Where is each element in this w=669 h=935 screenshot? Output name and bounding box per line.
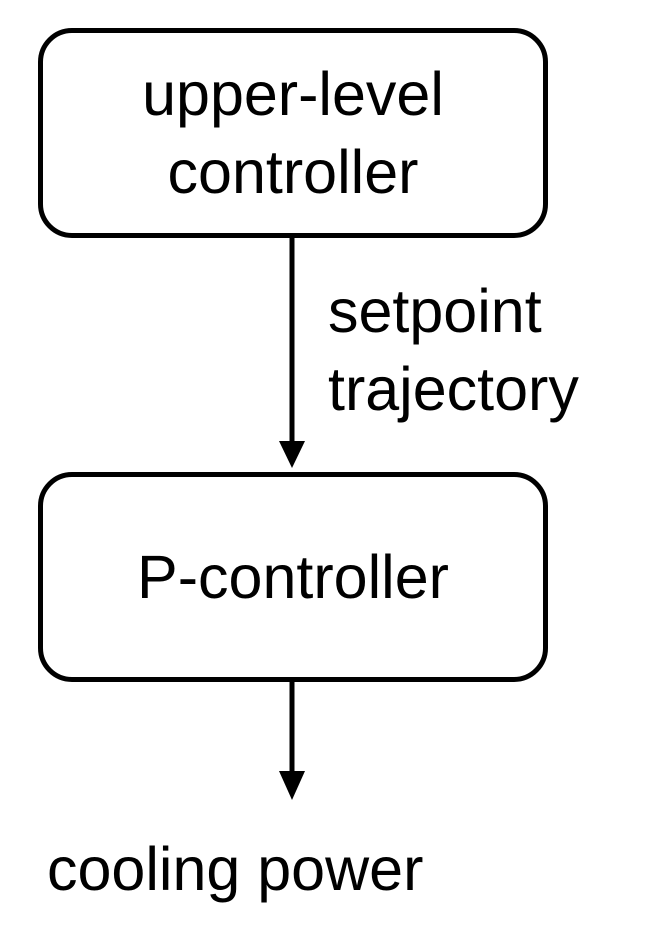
- setpoint-trajectory-label: setpoint trajectory: [328, 272, 579, 428]
- upper-level-controller-label-line2: controller: [167, 138, 419, 206]
- p-controller-box: P-controller: [38, 472, 548, 682]
- arrow-upper-to-p-head: [279, 441, 305, 468]
- arrow-p-to-output-head: [279, 771, 305, 800]
- setpoint-trajectory-label-line2: trajectory: [328, 355, 579, 423]
- p-controller-label: P-controller: [137, 543, 449, 611]
- cooling-power-label: cooling power: [47, 835, 424, 903]
- setpoint-trajectory-label-line1: setpoint: [328, 277, 542, 345]
- upper-level-controller-label-line1: upper-level: [142, 60, 444, 128]
- upper-level-controller-box: upper-level controller: [38, 28, 548, 238]
